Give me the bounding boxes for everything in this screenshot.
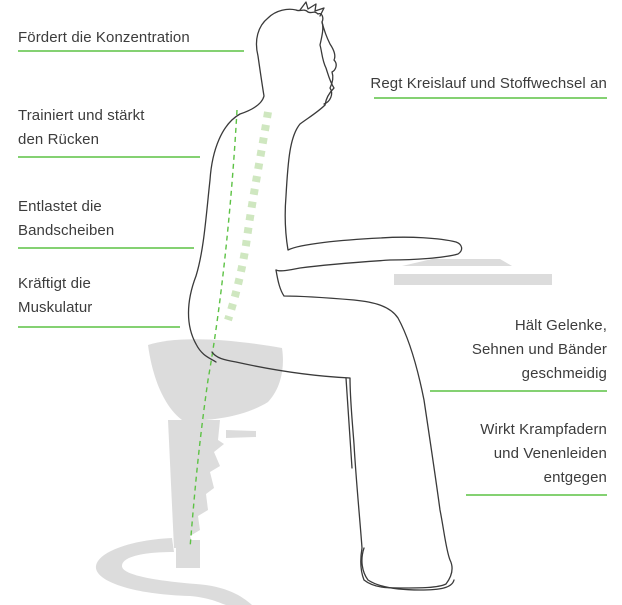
leader-lines [18,50,607,496]
hair-tufts [299,1,325,17]
spine-dashes [224,111,272,322]
stool-spring-column [168,420,224,548]
stool-gas-lever [226,430,256,438]
posture-line [189,109,238,549]
label-gelenke: Hält Gelenke, Sehnen und Bänder geschmei… [471,317,607,382]
label-muskulatur: Kräftigt die Muskulatur [18,275,93,316]
label-krampfadern: Wirkt Krampfadern und Venenleiden entgeg… [480,421,607,486]
label-kreislauf: Regt Kreislauf und Stoffwechsel an [370,75,607,92]
front-torso-and-arm [275,104,463,272]
desk [394,259,552,285]
person-outline [187,1,463,591]
stool-ring-base [95,538,252,605]
label-bandscheiben: Entlastet die Bandscheiben [18,198,115,239]
legs-outline [211,269,453,589]
face-profile [321,21,337,105]
inner-leg-line [345,377,353,469]
stool-base-neck [176,540,200,568]
stool-seat [148,339,283,421]
label-konzentration: Fördert die Konzentration [18,29,190,46]
desk-top [394,274,552,285]
label-ruecken: Trainiert und stärkt den Rücken [18,107,145,148]
swivel-stool [95,339,283,605]
shoe-outline [361,547,455,591]
keyboard [402,259,512,266]
head-and-back-outline [187,8,335,363]
